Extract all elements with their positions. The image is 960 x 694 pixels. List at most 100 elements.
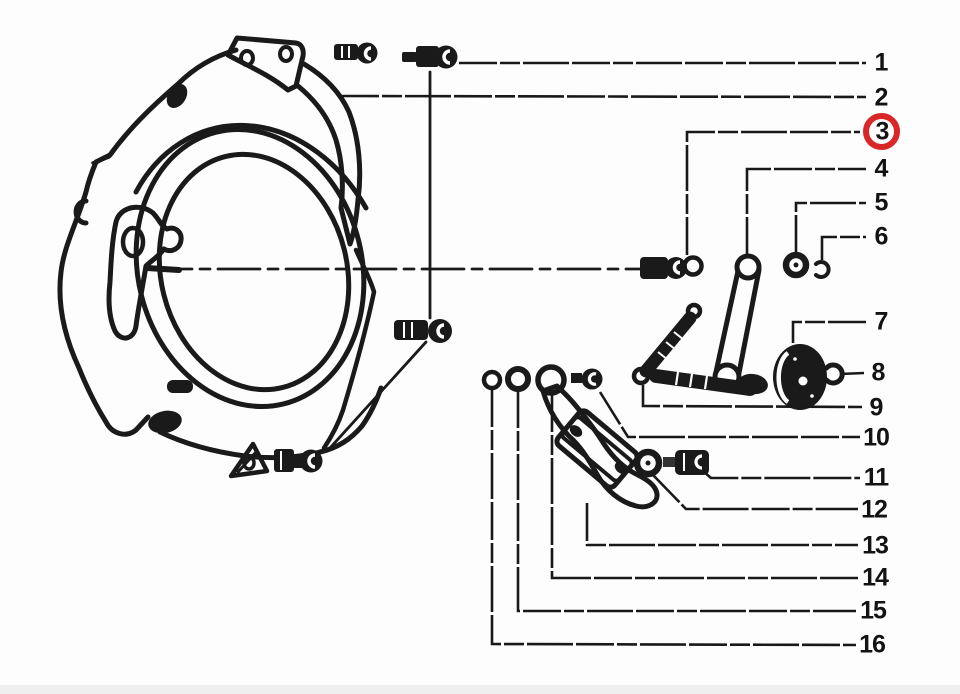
spring-shaft-pulley xyxy=(631,302,845,410)
washer-part-6 xyxy=(814,260,831,279)
cover-fin xyxy=(295,61,363,247)
leader-16 xyxy=(490,389,857,647)
screw-b-shank xyxy=(402,52,417,62)
callout-4: 4 xyxy=(874,154,889,183)
cover-top-knob xyxy=(166,83,188,109)
callout-7: 7 xyxy=(874,307,889,336)
cover-left-lug xyxy=(73,198,89,226)
cover-cam-detail xyxy=(106,204,184,341)
leader-15 xyxy=(516,390,856,613)
leader-10 xyxy=(598,391,860,439)
leader-4 xyxy=(745,167,866,255)
clamp-corner-2 xyxy=(614,462,628,474)
callout-15: 15 xyxy=(860,596,887,625)
leader-6 xyxy=(820,235,866,260)
pulley-speck-2 xyxy=(810,394,814,398)
pulley-hub-hole xyxy=(798,376,808,386)
triangle-inner-line xyxy=(236,450,258,474)
screw-part-10-shank xyxy=(571,373,582,383)
spring-top-hook xyxy=(685,302,703,320)
screw-part-10-highlight xyxy=(587,372,597,386)
pivot-bolt-highlight xyxy=(672,260,681,275)
cover-stud xyxy=(167,380,193,393)
shaft-ridges xyxy=(674,371,709,390)
screw-b-highlight xyxy=(442,49,451,65)
callout-10: 10 xyxy=(863,423,890,452)
cam-hole xyxy=(120,225,146,259)
leader-5 xyxy=(794,201,866,253)
screw-a-ridges xyxy=(341,46,350,58)
cover-lower-bolt xyxy=(148,410,182,434)
screw-b-head xyxy=(416,46,439,67)
leader-7 xyxy=(791,320,866,343)
pulley-groove-highlight xyxy=(776,351,790,404)
pulley-speck-1 xyxy=(793,357,797,361)
scan-edge-strip xyxy=(0,685,960,694)
screw-part-10-head xyxy=(581,368,603,390)
screw-c-flange xyxy=(428,319,452,343)
link-bottom-eye xyxy=(712,362,742,392)
washer-part-8 xyxy=(824,362,845,386)
engine-cover xyxy=(57,35,384,479)
shaft-end-fork xyxy=(738,373,768,395)
screw-d-head xyxy=(274,449,294,472)
screw-a-head xyxy=(334,44,358,60)
link-body-fill xyxy=(716,270,759,373)
cover-opening xyxy=(156,151,352,393)
bracket-hole-right xyxy=(278,45,294,63)
pedal-assembly xyxy=(481,364,709,510)
screw-b-flange xyxy=(434,45,458,69)
bottom-triangle-tab xyxy=(228,441,270,479)
screw-c-ridges xyxy=(403,322,413,338)
link-body-edges xyxy=(713,267,762,376)
washer-12-hole xyxy=(645,460,651,466)
leader-11 xyxy=(702,470,860,480)
callout-11: 11 xyxy=(863,463,889,492)
triangle-hole xyxy=(242,455,256,471)
cover-step-notch xyxy=(91,155,111,165)
cover-outline-left xyxy=(57,47,239,437)
bolt-11-highlight xyxy=(694,454,703,470)
callout-5: 5 xyxy=(874,188,889,217)
leader-8 xyxy=(839,371,865,376)
cover-outline-right xyxy=(321,247,377,451)
screw-a-highlight xyxy=(363,46,372,61)
callout-1: 1 xyxy=(874,48,889,77)
cover-top-bracket xyxy=(225,35,306,93)
leader-13 xyxy=(585,503,858,547)
leader-3 xyxy=(685,130,860,255)
screw-connector-diagonal xyxy=(328,340,428,450)
callout-6: 6 xyxy=(874,222,889,251)
link-top-eye xyxy=(734,253,762,281)
washer-part-5 xyxy=(782,251,810,279)
washer-part-12 xyxy=(633,448,663,478)
callout-2: 2 xyxy=(874,83,889,112)
spring-bottom-hook xyxy=(631,366,651,386)
pedal-clamp-outer xyxy=(554,408,640,490)
screw-c-highlight xyxy=(436,323,445,339)
callout-13: 13 xyxy=(862,531,889,560)
washer-part-3 xyxy=(682,255,704,277)
leader-9 xyxy=(641,385,863,409)
callout-14: 14 xyxy=(862,563,889,592)
leader-14 xyxy=(550,394,858,580)
highlight-circle-part-3 xyxy=(863,113,900,150)
cover-screws xyxy=(274,42,458,473)
cover-outer-lip-arc xyxy=(133,122,369,211)
callout-16: 16 xyxy=(859,630,886,659)
link-assembly xyxy=(640,251,831,376)
screw-connector-lines xyxy=(328,70,432,450)
leader-lines xyxy=(340,61,867,647)
leader-12 xyxy=(652,474,858,511)
lever-pivot-eye xyxy=(535,364,567,396)
washer-5-hole xyxy=(793,262,799,268)
screw-d-collar xyxy=(292,454,302,468)
screw-d-highlight xyxy=(307,453,316,469)
callout-9: 9 xyxy=(869,393,884,422)
leader-2 xyxy=(340,94,867,99)
callout-12: 12 xyxy=(861,495,888,524)
bushing-part-15 xyxy=(505,366,531,392)
bolt-part-11-shank xyxy=(663,457,676,467)
